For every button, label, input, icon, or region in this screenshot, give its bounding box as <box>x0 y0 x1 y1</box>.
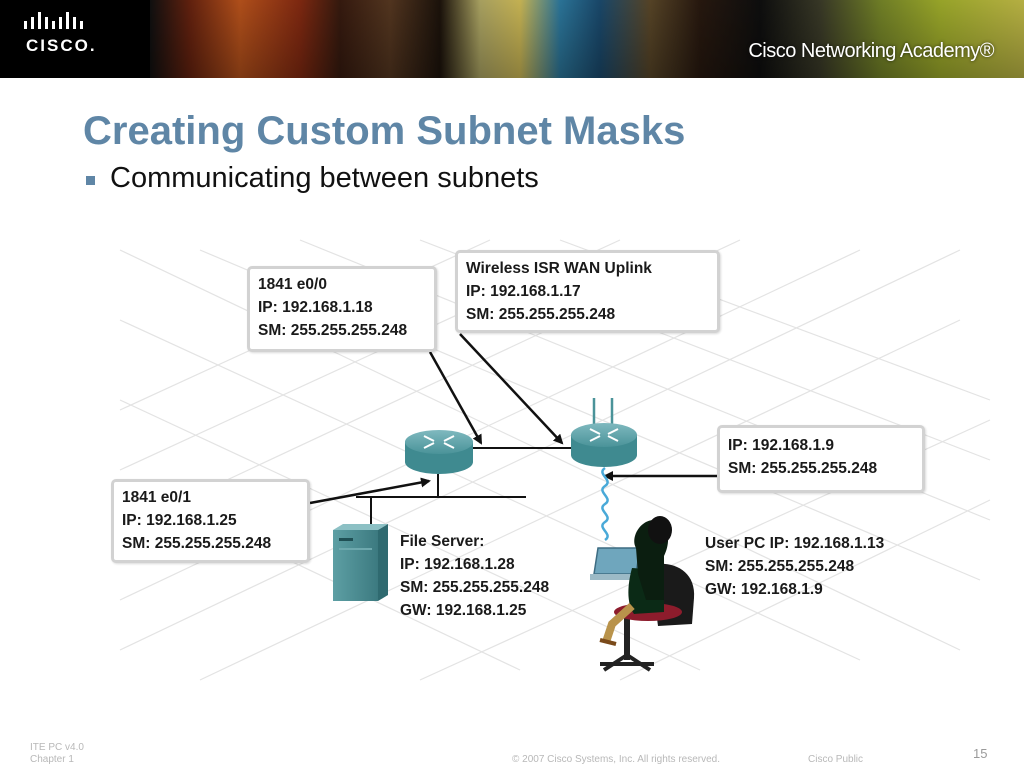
callout-line: Wireless ISR WAN Uplink <box>466 260 652 277</box>
user-pc-icon <box>590 516 695 672</box>
wireless-signal-icon <box>601 466 609 542</box>
callout-line: SM: 255.255.255.248 <box>122 535 272 552</box>
router-e01-callout: 1841 e0/1 IP: 192.168.1.25 SM: 255.255.2… <box>111 479 310 563</box>
bullet-icon <box>86 176 95 185</box>
header-banner: CISCO. Cisco Networking Academy® <box>0 0 1024 78</box>
cisco-bars-icon <box>24 12 83 29</box>
callout-line: 1841 e0/1 <box>122 489 191 506</box>
cisco-logo: CISCO. <box>0 0 150 78</box>
callout-line: IP: 192.168.1.25 <box>122 512 237 529</box>
callout-line: IP: 192.168.1.9 <box>728 437 834 454</box>
label-line: IP: 192.168.1.28 <box>400 556 515 573</box>
slide-title: Creating Custom Subnet Masks <box>83 109 686 153</box>
wireless-lan-callout: IP: 192.168.1.9 SM: 255.255.255.248 <box>717 425 925 493</box>
footer-copyright: © 2007 Cisco Systems, Inc. All rights re… <box>512 754 721 765</box>
label-line: User PC IP: 192.168.1.13 <box>705 535 885 552</box>
footer-classification: Cisco Public <box>808 754 864 765</box>
callout-line: SM: 255.255.255.248 <box>258 322 408 339</box>
footer-chapter: Chapter 1 <box>30 754 74 765</box>
slide-bullet: Communicating between subnets <box>110 162 539 194</box>
router-1841-icon <box>405 430 473 474</box>
label-line: File Server: <box>400 533 485 550</box>
callout-line: 1841 e0/0 <box>258 276 327 293</box>
user-pc-label: User PC IP: 192.168.1.13 SM: 255.255.255… <box>705 532 884 601</box>
academy-wordmark: Cisco Networking Academy® <box>748 40 994 62</box>
page-number: 15 <box>973 746 988 761</box>
callout-line: SM: 255.255.255.248 <box>728 460 878 477</box>
callout-line: SM: 255.255.255.248 <box>466 306 616 323</box>
banner-photo-strip <box>0 0 1024 78</box>
callout-line: IP: 192.168.1.17 <box>466 283 581 300</box>
cisco-wordmark: CISCO. <box>26 36 97 55</box>
callout-line: IP: 192.168.1.18 <box>258 299 373 316</box>
wireless-wan-callout: Wireless ISR WAN Uplink IP: 192.168.1.17… <box>455 250 720 333</box>
label-line: GW: 192.168.1.25 <box>400 602 527 619</box>
label-line: SM: 255.255.255.248 <box>400 579 550 596</box>
callout-arrows <box>309 333 720 505</box>
router-e00-callout: 1841 e0/0 IP: 192.168.1.18 SM: 255.255.2… <box>247 266 437 352</box>
file-server-icon <box>333 524 388 601</box>
label-line: SM: 255.255.255.248 <box>705 558 855 575</box>
label-line: GW: 192.168.1.9 <box>705 581 823 598</box>
file-server-label: File Server: IP: 192.168.1.28 SM: 255.25… <box>400 530 549 622</box>
wireless-router-icon <box>571 398 637 467</box>
footer-course: ITE PC v4.0 <box>30 742 84 753</box>
network-links <box>356 447 572 524</box>
